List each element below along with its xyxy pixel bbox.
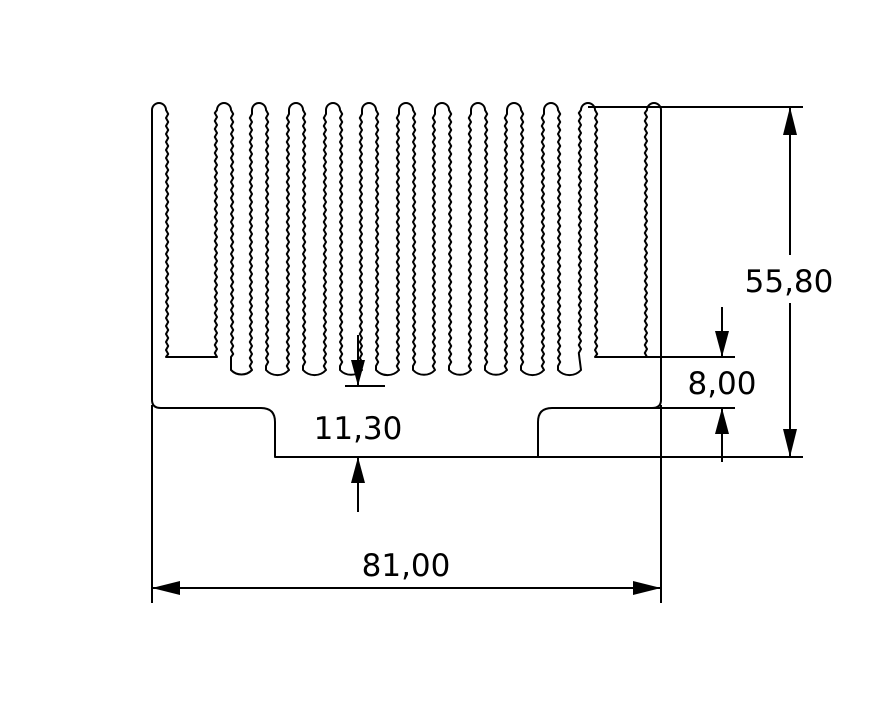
height-dimension: 55,80	[455, 106, 834, 458]
height-arrow-top	[783, 107, 797, 135]
base-thickness-label: 8,00	[687, 366, 756, 402]
width-dimension-label: 81,00	[362, 548, 451, 584]
height-arrow-bottom	[783, 429, 797, 457]
step-depth-label: 11,30	[314, 411, 403, 447]
width-arrow-left	[152, 581, 180, 595]
width-arrow-right	[633, 581, 661, 595]
step-depth-dimension: 11,30	[314, 335, 403, 512]
step-arrow-top	[351, 360, 365, 386]
base-thickness-dimension: 8,00	[620, 307, 757, 462]
base-arrow-top	[715, 331, 729, 357]
height-dimension-label: 55,80	[745, 264, 834, 300]
base-arrow-bottom	[715, 408, 729, 434]
width-dimension: 81,00	[151, 405, 662, 603]
heatsink-outline	[151, 102, 662, 458]
step-arrow-bottom	[351, 457, 365, 483]
